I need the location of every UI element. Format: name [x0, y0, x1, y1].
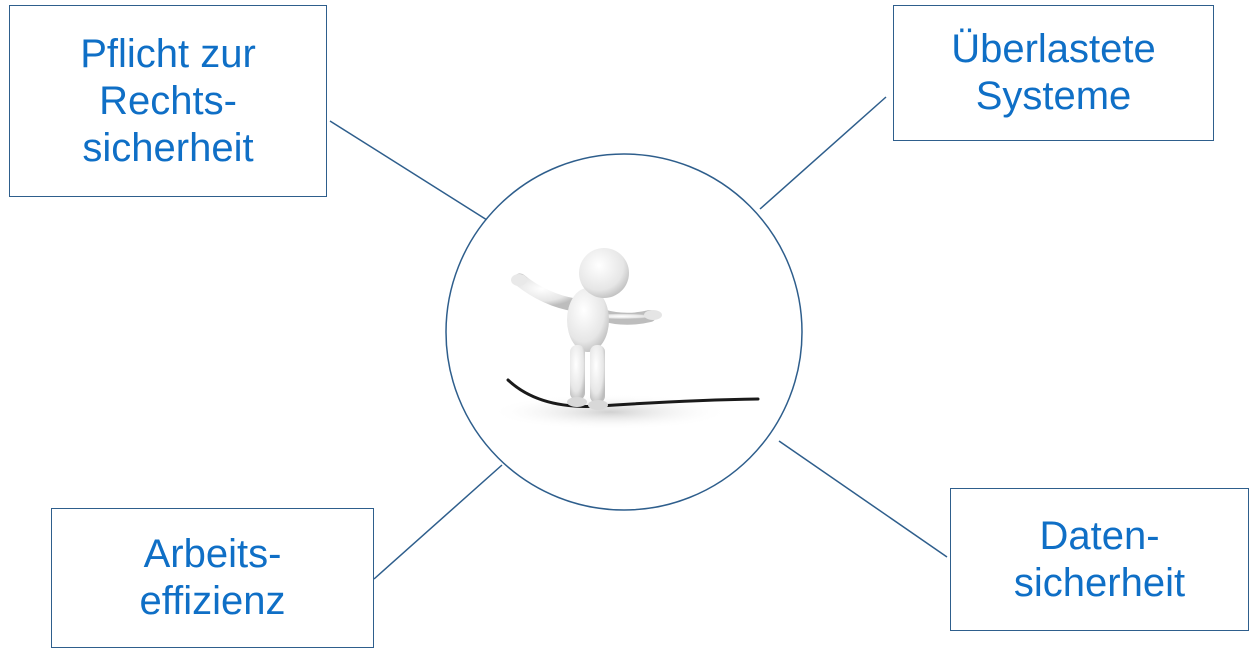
connector-top-right: [759, 96, 887, 210]
connector-bottom-right: [778, 440, 948, 558]
center-circle: [445, 153, 803, 511]
node-datensicherheit: Daten- sicherheit: [950, 488, 1249, 631]
node-label-line: sicherheit: [1013, 560, 1186, 605]
connector-top-left: [329, 120, 488, 221]
connector-bottom-left: [373, 464, 503, 580]
node-label-line: Pflicht zur: [80, 31, 256, 76]
node-label-line: sicherheit: [82, 125, 254, 170]
node-label-line: Daten-: [1039, 513, 1160, 558]
node-label-line: Rechts-: [99, 78, 237, 123]
node-label-line: Arbeits-: [143, 532, 282, 576]
node-label-line: Überlastete: [951, 27, 1156, 71]
node-pflicht-zur-rechtssicherheit: Pflicht zur Rechts- sicherheit: [9, 5, 327, 197]
node-ueberlastete-systeme: Überlastete Systeme: [893, 5, 1214, 141]
node-label-line: effizienz: [139, 579, 286, 623]
tightrope-walker-figure-icon: [490, 248, 760, 430]
node-arbeitseffizienz: Arbeits- effizienz: [51, 508, 374, 648]
node-label-line: Systeme: [975, 74, 1132, 118]
